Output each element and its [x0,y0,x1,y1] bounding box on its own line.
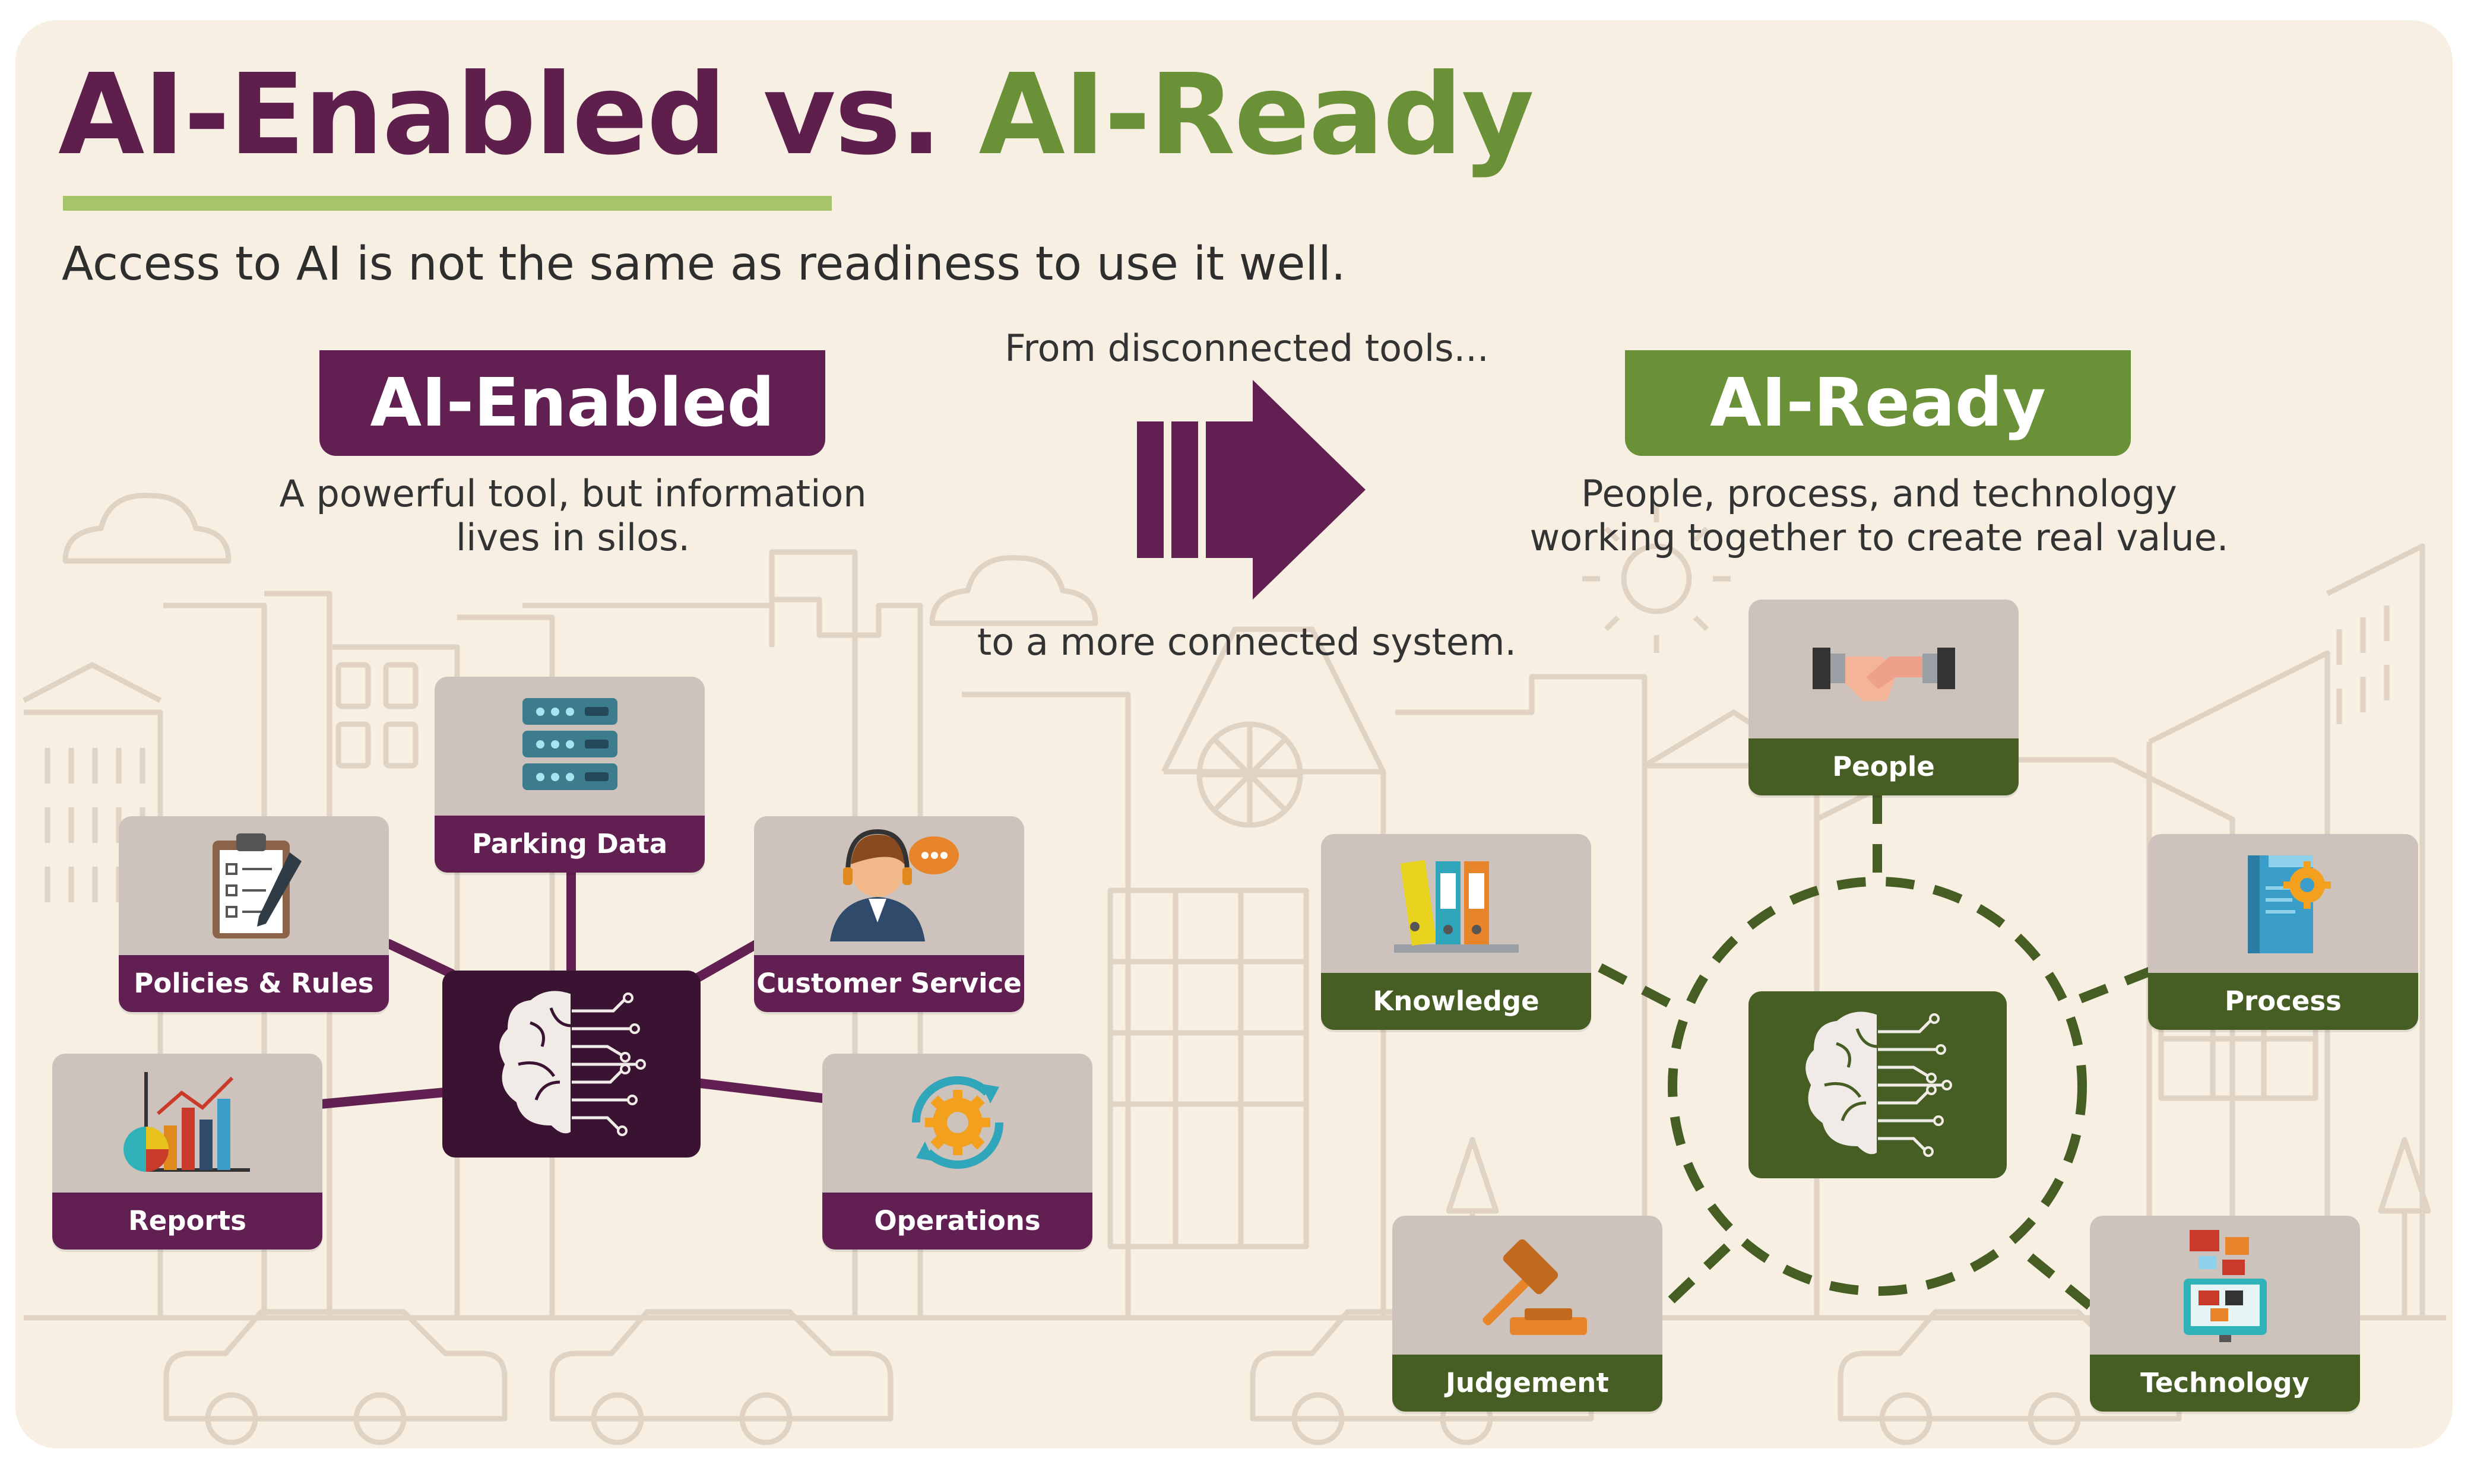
card-label: Reports [52,1193,322,1250]
bar-chart-icon [52,1054,322,1191]
page-title: AI-Enabled vs. AI-Ready [58,59,1534,171]
card-label: Knowledge [1321,973,1591,1030]
card-label: Policies & Rules [119,955,389,1012]
brain-circuit-icon [496,988,646,1136]
arrow-right-icon [1137,380,1366,600]
card-label: Technology [2090,1355,2360,1412]
headset-agent-icon [754,816,1024,954]
card-people[interactable]: People [1748,600,2019,795]
card-customer-service[interactable]: Customer Service [754,816,1024,1012]
card-reports[interactable]: Reports [52,1054,322,1250]
gear-cycle-icon [822,1054,1092,1191]
flow-text-from: From disconnected tools... [1005,326,1489,370]
ai-enabled-hub [442,971,701,1158]
gavel-icon [1392,1216,1662,1353]
card-operations[interactable]: Operations [822,1054,1092,1250]
clipboard-checklist-icon [119,816,389,954]
card-technology[interactable]: Technology [2090,1216,2360,1412]
ai-ready-description: People, process, and technology working … [1529,472,2229,560]
card-label: Operations [822,1193,1092,1250]
card-process[interactable]: Process [2148,834,2418,1030]
page-subtitle: Access to AI is not the same as readines… [62,237,1346,291]
card-policies-rules[interactable]: Policies & Rules [119,816,389,1012]
server-rack-icon [435,677,705,814]
card-judgement[interactable]: Judgement [1392,1216,1662,1412]
ai-enabled-description: A powerful tool, but information lives i… [279,472,867,560]
book-gear-icon [2148,834,2418,972]
brain-circuit-icon [1803,1009,1952,1157]
card-label: Judgement [1392,1355,1662,1412]
card-label: Customer Service [754,955,1024,1012]
card-knowledge[interactable]: Knowledge [1321,834,1591,1030]
ai-ready-hub [1748,991,2007,1178]
title-ai-enabled: AI-Enabled vs. [58,50,942,180]
ai-enabled-heading: AI-Enabled [319,350,825,456]
card-label: Parking Data [435,816,705,873]
computer-folders-icon [2090,1216,2360,1353]
infographic-canvas [15,20,2453,1448]
handshake-icon [1748,600,2019,737]
card-parking-data[interactable]: Parking Data [435,677,705,873]
binders-icon [1321,834,1591,972]
card-label: Process [2148,973,2418,1030]
card-label: People [1748,738,2019,795]
title-underline [63,196,832,211]
title-ai-ready: AI-Ready [978,50,1534,180]
flow-text-to: to a more connected system. [977,620,1517,664]
ai-ready-heading: AI-Ready [1625,350,2131,456]
